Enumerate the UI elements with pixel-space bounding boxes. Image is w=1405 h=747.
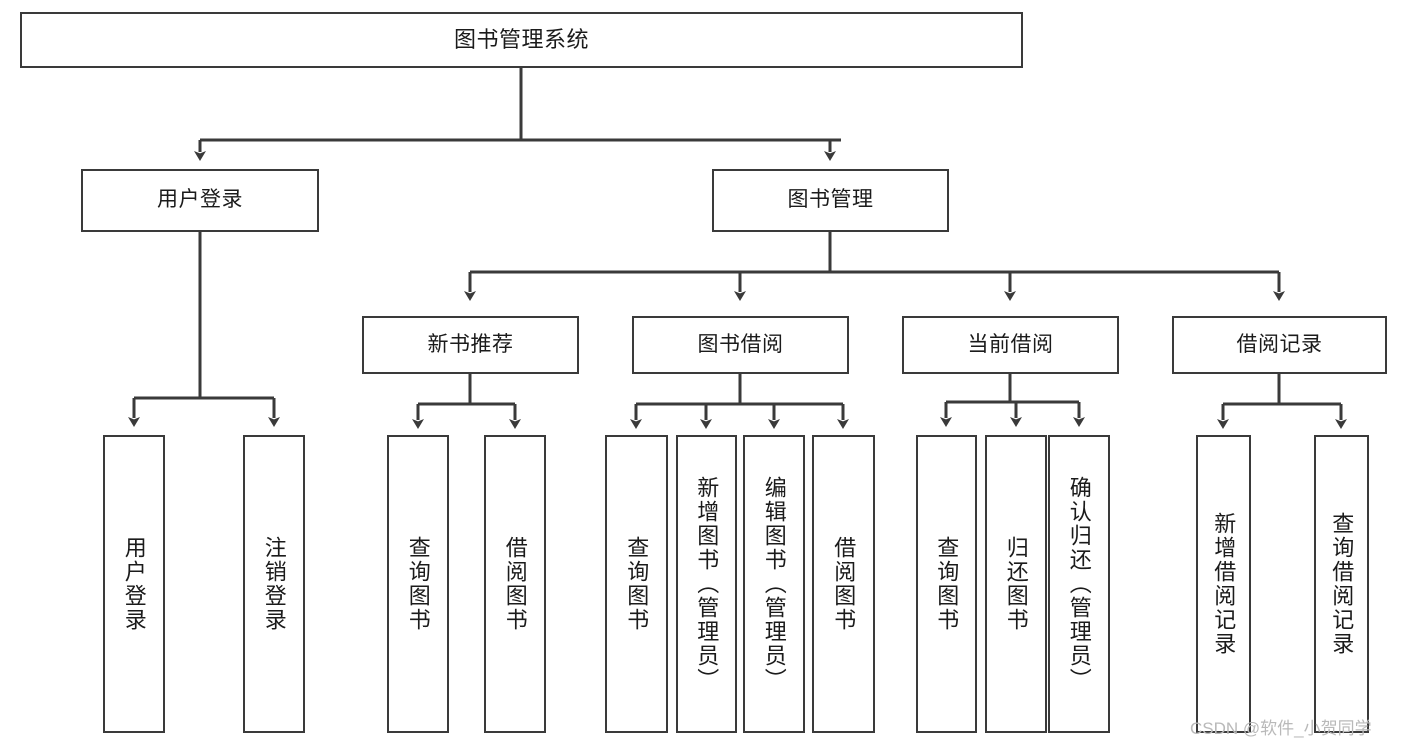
leaf-add-book-admin[interactable]: 新增图书（管理员）: [676, 435, 737, 733]
csdn-watermark: CSDN @软件_小贺同学: [1190, 719, 1372, 738]
leaf-edit-book-admin[interactable]: 编辑图书（管理员）: [743, 435, 805, 733]
leaf-query-book-1-label: 查询图书: [405, 536, 431, 632]
leaf-add-borrow-record-label: 新增借阅记录: [1211, 512, 1237, 656]
leaf-user-login[interactable]: 用户登录: [103, 435, 165, 733]
leaf-add-book-admin-label: 新增图书（管理员）: [694, 476, 720, 692]
leaf-confirm-return-admin[interactable]: 确认归还（管理员）: [1048, 435, 1110, 733]
leaf-query-borrow-record-label: 查询借阅记录: [1329, 512, 1355, 656]
leaf-borrow-book-2-label: 借阅图书: [831, 536, 857, 632]
leaf-query-borrow-record[interactable]: 查询借阅记录: [1314, 435, 1369, 733]
leaf-add-borrow-record[interactable]: 新增借阅记录: [1196, 435, 1251, 733]
leaf-confirm-return-admin-label: 确认归还（管理员）: [1066, 476, 1092, 692]
leaf-borrow-book-1-label: 借阅图书: [502, 536, 528, 632]
node-borrow-record[interactable]: 借阅记录: [1172, 316, 1387, 374]
leaf-borrow-book-2[interactable]: 借阅图书: [812, 435, 875, 733]
leaf-query-book-2-label: 查询图书: [624, 536, 650, 632]
node-user-login-label: 用户登录: [157, 188, 243, 212]
leaf-query-book-3-label: 查询图书: [934, 536, 960, 632]
leaf-borrow-book-1[interactable]: 借阅图书: [484, 435, 546, 733]
node-book-borrow-label: 图书借阅: [697, 332, 784, 356]
node-root-label: 图书管理系统: [453, 27, 589, 53]
leaf-return-book-label: 归还图书: [1003, 536, 1029, 632]
node-current-borrow[interactable]: 当前借阅: [902, 316, 1119, 374]
node-book-borrow[interactable]: 图书借阅: [632, 316, 849, 374]
leaf-user-login-label: 用户登录: [121, 536, 147, 632]
node-borrow-record-label: 借阅记录: [1236, 332, 1323, 356]
node-book-manage[interactable]: 图书管理: [712, 169, 949, 232]
node-user-login[interactable]: 用户登录: [81, 169, 319, 232]
leaf-logout-login[interactable]: 注销登录: [243, 435, 305, 733]
leaf-query-book-2[interactable]: 查询图书: [605, 435, 668, 733]
leaf-query-book-3[interactable]: 查询图书: [916, 435, 977, 733]
node-root[interactable]: 图书管理系统: [20, 12, 1023, 68]
node-current-borrow-label: 当前借阅: [967, 332, 1054, 356]
leaf-query-book-1[interactable]: 查询图书: [387, 435, 449, 733]
node-book-manage-label: 图书管理: [787, 188, 874, 212]
leaf-return-book[interactable]: 归还图书: [985, 435, 1047, 733]
node-new-book-recommend[interactable]: 新书推荐: [362, 316, 579, 374]
leaf-edit-book-admin-label: 编辑图书（管理员）: [761, 476, 787, 692]
leaf-logout-login-label: 注销登录: [261, 536, 287, 632]
node-new-book-recommend-label: 新书推荐: [427, 332, 514, 356]
